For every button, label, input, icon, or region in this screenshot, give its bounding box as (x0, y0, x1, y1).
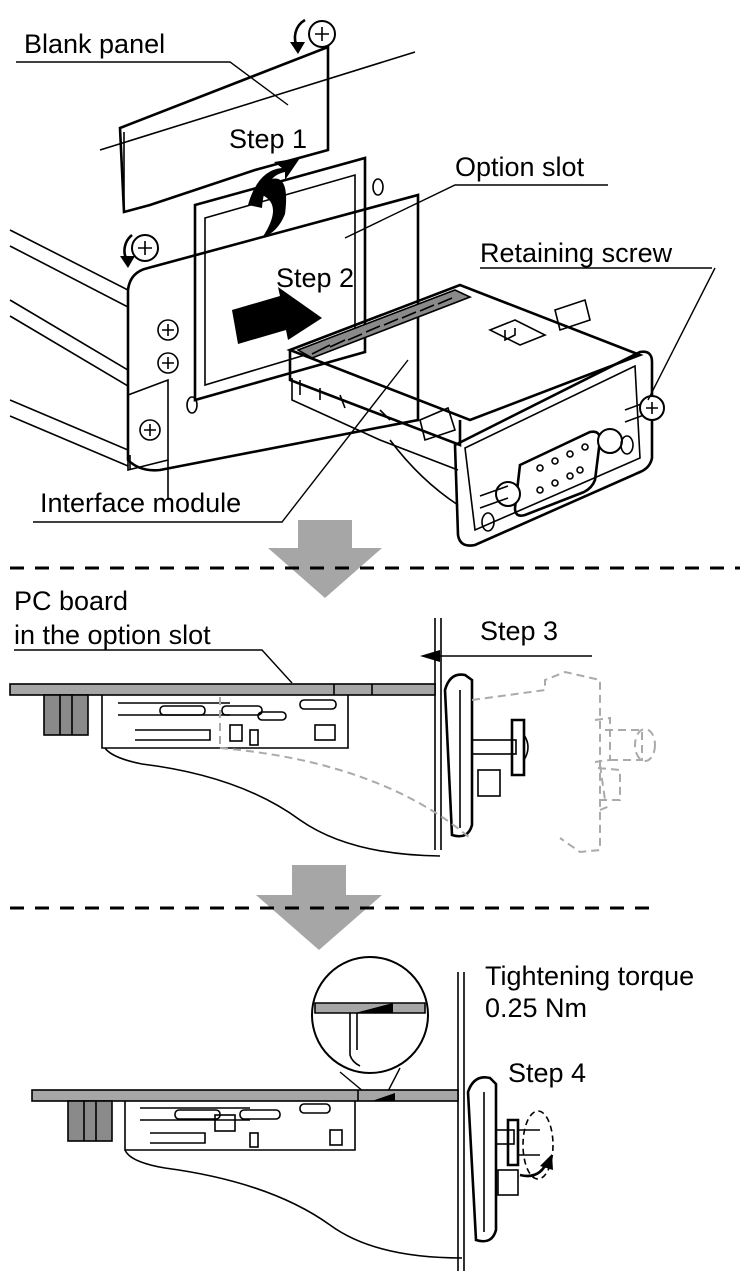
interface-module-leader (33, 359, 409, 523)
zoom-detail-circle (311, 956, 429, 1098)
blank-panel-label: Blank panel (24, 29, 165, 59)
retaining-screw-label: Retaining screw (480, 238, 673, 268)
step1-label: Step 1 (229, 124, 307, 154)
step1-curved-arrow (248, 158, 300, 238)
option-slot-leader (344, 184, 608, 239)
pc-board-leader (14, 649, 293, 684)
blank-panel-leader (16, 61, 289, 106)
rotation-arrow-icon (120, 18, 306, 268)
step2-push-arrow (232, 287, 322, 344)
retaining-screw-icon (479, 395, 665, 509)
connector-pin-icon (536, 443, 589, 494)
down-arrow-1-icon (268, 520, 382, 598)
retaining-screw-leader (480, 267, 716, 401)
option-slot-label: Option slot (455, 152, 585, 182)
housing-screw-icon (139, 319, 179, 441)
side-view-step3 (9, 618, 656, 857)
torque-label-1: Tightening torque (485, 961, 694, 991)
step2-label: Step 2 (276, 263, 354, 293)
pc-board-label-1: PC board (14, 586, 128, 616)
interface-module (286, 283, 665, 547)
pc-board-label-2: in the option slot (14, 620, 211, 650)
interface-module-label: Interface module (40, 488, 241, 518)
step4-label: Step 4 (508, 1058, 586, 1088)
drive-housing (9, 51, 420, 500)
torque-label-2: 0.25 Nm (485, 993, 587, 1023)
step3-arrow-icon (420, 650, 592, 662)
panel-screw-icon (131, 20, 336, 262)
side-view-step4 (31, 972, 554, 1271)
blank-panel-plate (118, 45, 330, 214)
step3-label: Step 3 (480, 616, 558, 646)
